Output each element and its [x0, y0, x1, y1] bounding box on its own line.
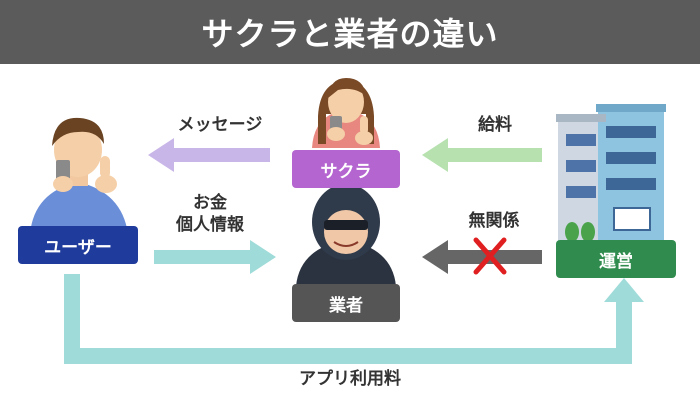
user-box: ユーザー: [18, 226, 138, 264]
kyuryo-arrow-shaft: [446, 148, 542, 162]
user-person-icon: [30, 117, 128, 234]
message-arrow-shaft: [172, 148, 270, 162]
page-title: サクラと業者の違い: [0, 0, 700, 64]
hooded-person-icon: [296, 184, 396, 286]
okane-label-line2: 個人情報: [176, 215, 244, 235]
sakura-box: サクラ: [292, 150, 400, 188]
user-label: ユーザー: [44, 237, 112, 258]
mukankei-arrowhead: [422, 240, 448, 274]
app-fee-arrow: [64, 274, 632, 364]
diagram: ユーザー サクラ 業者 運営 メッセージ 給料 お金 個人情報 無関係 アプリ利…: [0, 64, 700, 400]
app-fee-arrowhead: [604, 278, 644, 302]
okane-arrowhead: [250, 240, 276, 274]
building-icon: [556, 104, 666, 242]
kyuryo-label: 給料: [478, 115, 512, 135]
sakura-label: サクラ: [320, 161, 372, 182]
app-fee-label: アプリ利用料: [299, 369, 401, 389]
gyosha-label: 業者: [329, 295, 363, 316]
gyosha-box: 業者: [292, 284, 400, 322]
diagram-graphics: [30, 78, 666, 364]
unei-box: 運営: [556, 240, 676, 278]
cross-mark-icon: [473, 237, 507, 275]
mukankei-label: 無関係: [468, 211, 520, 231]
unei-label: 運営: [599, 251, 633, 272]
sakura-person-icon: [312, 78, 380, 148]
message-label: メッセージ: [177, 115, 263, 135]
message-arrowhead: [148, 138, 174, 172]
kyuryo-arrowhead: [422, 138, 448, 172]
okane-arrow-shaft: [154, 250, 252, 264]
okane-label: お金 個人情報: [150, 192, 270, 236]
okane-label-line1: お金: [193, 193, 227, 213]
